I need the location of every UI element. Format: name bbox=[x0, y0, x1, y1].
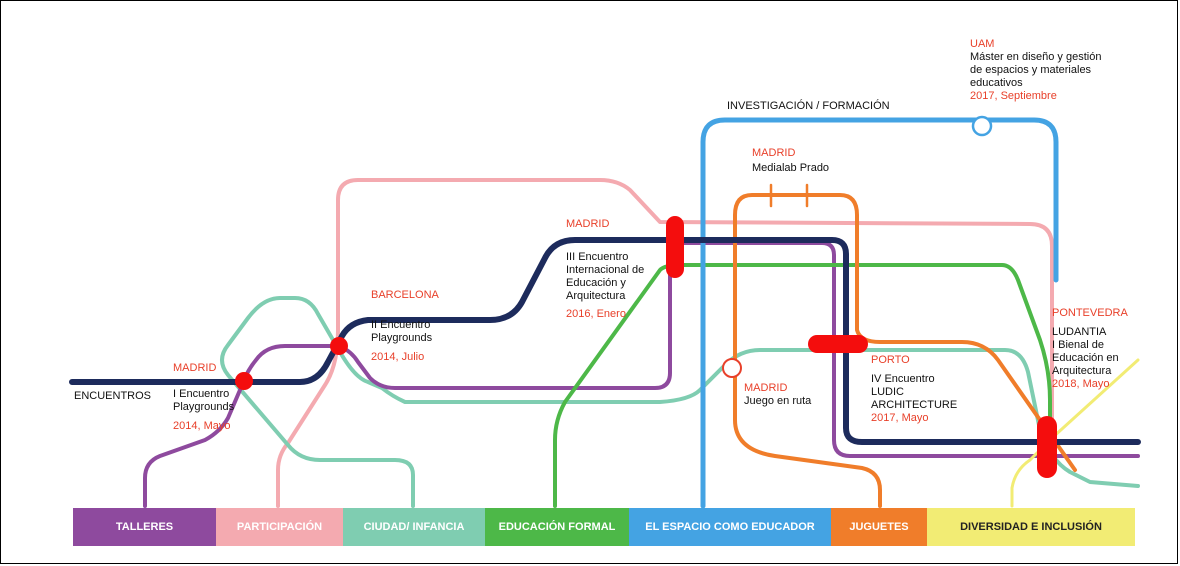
station-label-medialab: MADRID Medialab Prado bbox=[752, 147, 829, 175]
station-date: 2014, Julio bbox=[371, 351, 425, 363]
station-label-madrid-2014: MADRID I Encuentro Playgrounds 2014, May… bbox=[173, 362, 234, 433]
line-espacio bbox=[700, 117, 1059, 509]
line-educacion bbox=[553, 263, 1052, 508]
line-juguetes bbox=[733, 193, 1077, 508]
station-city: PORTO bbox=[871, 354, 910, 366]
station-date: 2017, Mayo bbox=[871, 412, 929, 424]
station-text: LUDANTIA bbox=[1052, 326, 1107, 338]
station-date: 2014, Mayo bbox=[173, 420, 231, 432]
station-date: 2017, Septiembre bbox=[970, 90, 1057, 102]
station-text: I Bienal de bbox=[1052, 339, 1104, 351]
category-ciudad-infancia[interactable]: CIUDAD/ INFANCIA bbox=[343, 508, 485, 546]
station-text: Playgrounds bbox=[173, 401, 235, 413]
line-ciudad bbox=[220, 296, 1140, 508]
station-date: 2018, Mayo bbox=[1052, 378, 1110, 390]
station-porto-2017[interactable] bbox=[808, 335, 868, 353]
category-diversidad[interactable]: DIVERSIDAD E INCLUSIÓN bbox=[927, 508, 1135, 546]
station-text: educativos bbox=[970, 77, 1023, 89]
line-diversidad bbox=[1010, 358, 1140, 508]
station-madrid-2014[interactable] bbox=[235, 372, 253, 390]
station-text: III Encuentro bbox=[566, 251, 629, 263]
station-text: Playgrounds bbox=[371, 332, 433, 344]
station-label-barcelona: BARCELONA II Encuentro Playgrounds 2014,… bbox=[371, 289, 439, 364]
station-city: MADRID bbox=[752, 147, 796, 159]
station-label-uam: UAM Máster en diseño y gestión de espaci… bbox=[970, 38, 1101, 103]
station-text: Internacional de bbox=[566, 264, 645, 276]
category-participacion[interactable]: PARTICIPACIÓN bbox=[216, 508, 343, 546]
station-text: I Encuentro bbox=[173, 388, 230, 400]
category-talleres[interactable]: TALLERES bbox=[73, 508, 216, 546]
category-educacion-formal[interactable]: EDUCACIÓN FORMAL bbox=[485, 508, 629, 546]
station-city: MADRID bbox=[744, 382, 788, 394]
line-label-encuentros: ENCUENTROS bbox=[74, 390, 152, 402]
station-label-pontevedra: PONTEVEDRA LUDANTIA I Bienal de Educació… bbox=[1052, 307, 1128, 391]
station-uam-2017[interactable] bbox=[971, 115, 993, 137]
station-text: de espacios y materiales bbox=[970, 64, 1092, 76]
station-text: Arquitectura bbox=[1052, 365, 1112, 377]
station-text: II Encuentro bbox=[371, 319, 431, 331]
station-label-porto: PORTO IV Encuentro LUDIC ARCHITECTURE 20… bbox=[871, 354, 957, 425]
station-city: MADRID bbox=[566, 218, 610, 230]
station-text: Educación y bbox=[566, 277, 626, 289]
station-text: Máster en diseño y gestión bbox=[970, 51, 1102, 63]
station-text: LUDIC bbox=[871, 386, 905, 398]
station-city: BARCELONA bbox=[371, 289, 439, 301]
station-text: Medialab Prado bbox=[752, 162, 830, 174]
station-text: IV Encuentro bbox=[871, 373, 935, 385]
station-city: MADRID bbox=[173, 362, 217, 374]
stations bbox=[235, 115, 1057, 478]
station-barcelona-2014[interactable] bbox=[330, 337, 348, 355]
station-city: UAM bbox=[970, 38, 995, 50]
station-madrid-juego[interactable] bbox=[722, 358, 742, 378]
station-text: Educación en bbox=[1052, 352, 1119, 364]
station-madrid-2016[interactable] bbox=[666, 216, 684, 278]
station-city: PONTEVEDRA bbox=[1052, 307, 1128, 319]
category-espacio-educador[interactable]: EL ESPACIO COMO EDUCADOR bbox=[629, 508, 831, 546]
line-label-investigacion: INVESTIGACIÓN / FORMACIÓN bbox=[727, 100, 890, 112]
station-pontevedra-2018[interactable] bbox=[1037, 416, 1057, 478]
station-date: 2016, Enero bbox=[566, 308, 626, 320]
station-text: ARCHITECTURE bbox=[871, 399, 958, 411]
station-text: Arquitectura bbox=[566, 290, 626, 302]
station-text: Juego en ruta bbox=[744, 395, 812, 407]
line-encuentros bbox=[69, 237, 1141, 445]
category-juguetes[interactable]: JUGUETES bbox=[831, 508, 927, 546]
station-label-madrid-2016: MADRID III Encuentro Internacional de Ed… bbox=[566, 218, 644, 321]
station-label-juego: MADRID Juego en ruta bbox=[744, 382, 811, 408]
line-talleres bbox=[143, 241, 1140, 508]
